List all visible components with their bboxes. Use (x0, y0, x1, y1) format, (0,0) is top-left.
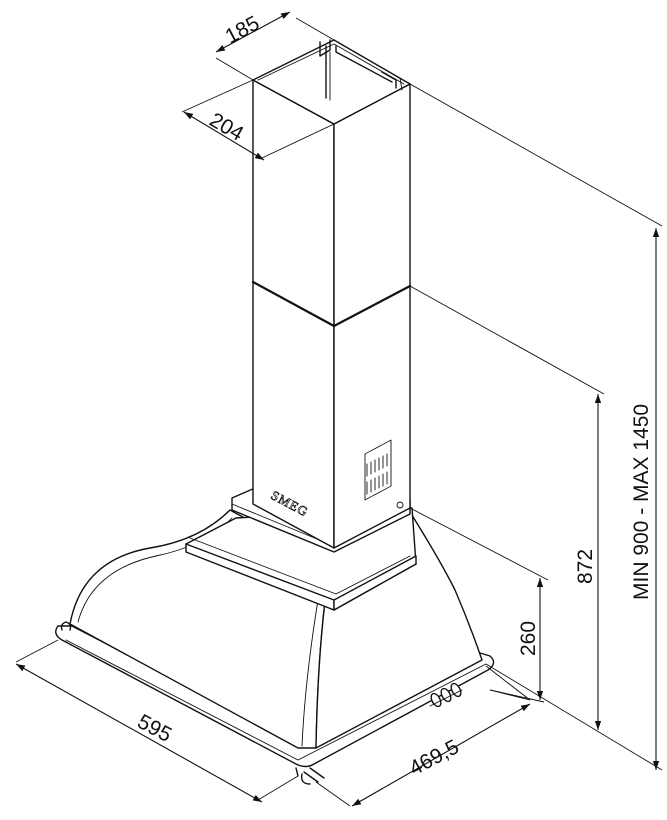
vent-slots (364, 439, 392, 501)
chimney-upper-side (333, 83, 411, 327)
chimney: SMEG (251, 39, 412, 549)
dim-label-469: 469,5 (406, 735, 463, 780)
dim-label-204: 204 (206, 108, 248, 146)
chimney-lower-side (333, 285, 411, 549)
dim-label-872: 872 (574, 549, 597, 584)
dim-label-260: 260 (517, 621, 540, 656)
dim-label-595: 595 (134, 710, 176, 747)
dim-label-total-height: MIN 900 - MAX 1450 (630, 404, 653, 600)
dim-label-185: 185 (222, 12, 264, 49)
extension-lines (15, 17, 663, 807)
dimension-lines (15, 11, 660, 807)
knob-group (429, 682, 463, 708)
